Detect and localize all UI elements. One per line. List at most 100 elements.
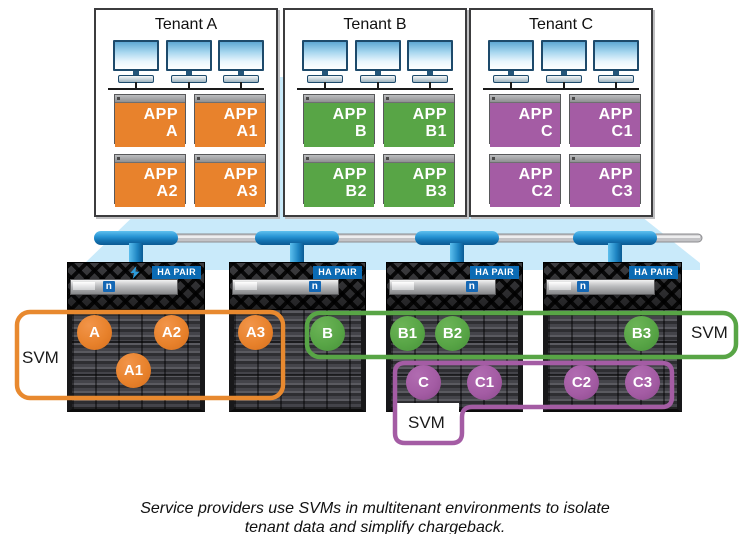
app-window-c2: APP C2	[489, 154, 561, 207]
bus-capsule-1	[94, 231, 178, 245]
volume-circle-b2: B2	[435, 316, 470, 351]
app-window-a1: APP A1	[194, 94, 266, 147]
lan-drop	[240, 82, 242, 88]
lan-drop	[188, 82, 190, 88]
controller-strip: n	[232, 279, 340, 295]
app-window-titlebar	[490, 95, 560, 103]
workstation-icon	[113, 40, 159, 83]
ha-pair-badge: HA PAIR	[152, 266, 201, 279]
app-window-titlebar	[570, 155, 640, 163]
controller-handle	[549, 282, 571, 290]
app-label: A1	[236, 123, 258, 140]
app-label: B3	[425, 183, 447, 200]
controller-handle	[73, 282, 95, 290]
app-window-titlebar	[195, 155, 265, 163]
window-icon	[306, 157, 309, 160]
app-window-b: APP B	[303, 94, 375, 147]
lan-drop	[563, 82, 565, 88]
volume-circle-c: C	[406, 365, 441, 400]
app-window-b2: APP B2	[303, 154, 375, 207]
app-window-c3: APP C3	[569, 154, 641, 207]
app-window-c1: APP C1	[569, 94, 641, 147]
workstation-icon	[407, 40, 453, 83]
controller-strip: n	[546, 279, 655, 295]
window-icon	[306, 97, 309, 100]
app-label: APP	[223, 166, 258, 183]
ha-pair-badge: HA PAIR	[470, 266, 519, 279]
array-bezel: HA PAIR n	[386, 262, 523, 310]
lan-drop	[429, 82, 431, 88]
app-label: APP	[518, 106, 553, 123]
workstation-icon	[218, 40, 264, 83]
workstation-icon	[541, 40, 587, 83]
window-icon	[572, 97, 575, 100]
array-bezel: HA PAIR n	[543, 262, 682, 310]
array-bezel: HA PAIR n	[67, 262, 205, 310]
tenant-b-title: Tenant B	[343, 16, 407, 33]
app-label: C2	[531, 183, 553, 200]
app-window-a: APP A	[114, 94, 186, 147]
app-label: APP	[412, 166, 447, 183]
app-window-a3: APP A3	[194, 154, 266, 207]
app-label: A	[165, 123, 178, 140]
app-label: B	[354, 123, 367, 140]
tenant-lan-line	[483, 88, 639, 90]
workstation-icon	[488, 40, 534, 83]
window-icon	[197, 97, 200, 100]
netapp-logo: n	[576, 281, 589, 292]
app-label: APP	[332, 166, 367, 183]
app-window-b3: APP B3	[383, 154, 455, 207]
volume-circle-c1: C1	[467, 365, 502, 400]
volume-circle-a1: A1	[116, 353, 151, 388]
app-label: APP	[143, 106, 178, 123]
app-window-titlebar	[384, 155, 454, 163]
bus-stem-4	[608, 243, 622, 266]
tenant-c-title: Tenant C	[528, 16, 594, 33]
tenant-box-a: Tenant A APP A APP A1 APP A2 APP A3	[94, 8, 278, 217]
app-label: C1	[611, 123, 633, 140]
app-window-titlebar	[304, 155, 374, 163]
bus-capsule-2	[255, 231, 339, 245]
window-icon	[386, 157, 389, 160]
lan-drop	[135, 82, 137, 88]
tenant-a-title: Tenant A	[154, 16, 218, 33]
bus-stem-2	[290, 243, 304, 266]
controller-handle	[392, 282, 414, 290]
volume-circle-a3: A3	[238, 315, 273, 350]
volume-circle-a2: A2	[154, 315, 189, 350]
svm-c-label: SVM	[408, 413, 445, 432]
app-label: B1	[425, 123, 447, 140]
volume-circle-a: A	[77, 315, 112, 350]
array-bezel: HA PAIR n	[229, 262, 366, 310]
app-label: APP	[223, 106, 258, 123]
tenant-lan-line	[108, 88, 264, 90]
workstation-icon	[355, 40, 401, 83]
bus-capsule-3	[415, 231, 499, 245]
app-label: APP	[412, 106, 447, 123]
volume-circle-b3: B3	[624, 316, 659, 351]
app-window-a2: APP A2	[114, 154, 186, 207]
app-label: APP	[598, 166, 633, 183]
lan-drop	[510, 82, 512, 88]
bus-capsule-4	[573, 231, 657, 245]
tenant-box-b: Tenant B APP B APP B1 APP B2 APP B3	[283, 8, 467, 217]
app-label: C3	[611, 183, 633, 200]
ha-pair-badge: HA PAIR	[629, 266, 678, 279]
window-icon	[117, 157, 120, 160]
volume-circle-b1: B1	[390, 316, 425, 351]
app-label: APP	[518, 166, 553, 183]
window-icon	[492, 97, 495, 100]
lightning-icon	[130, 266, 140, 279]
controller-handle	[235, 282, 257, 290]
app-window-titlebar	[490, 155, 560, 163]
app-window-titlebar	[304, 95, 374, 103]
app-window-titlebar	[570, 95, 640, 103]
app-window-c: APP C	[489, 94, 561, 147]
netapp-logo: n	[308, 281, 321, 292]
workstation-icon	[166, 40, 212, 83]
app-label: B2	[345, 183, 367, 200]
window-icon	[386, 97, 389, 100]
volume-circle-c3: C3	[625, 365, 660, 400]
lan-drop	[615, 82, 617, 88]
